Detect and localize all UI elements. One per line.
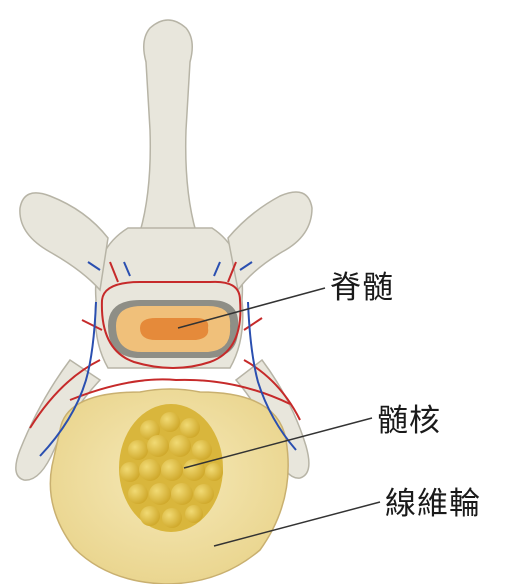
spinous-process	[140, 20, 196, 232]
transverse-process-right	[228, 192, 312, 290]
transverse-process-left	[20, 193, 108, 290]
label-spinal-cord: 脊髄	[330, 262, 394, 307]
nucleus-pulposus-illustration	[119, 404, 223, 532]
label-annulus-fibrosus: 線維輪	[385, 478, 481, 523]
label-nucleus-pulposus: 髄核	[377, 395, 441, 440]
spinal-cord-illustration	[108, 300, 238, 358]
